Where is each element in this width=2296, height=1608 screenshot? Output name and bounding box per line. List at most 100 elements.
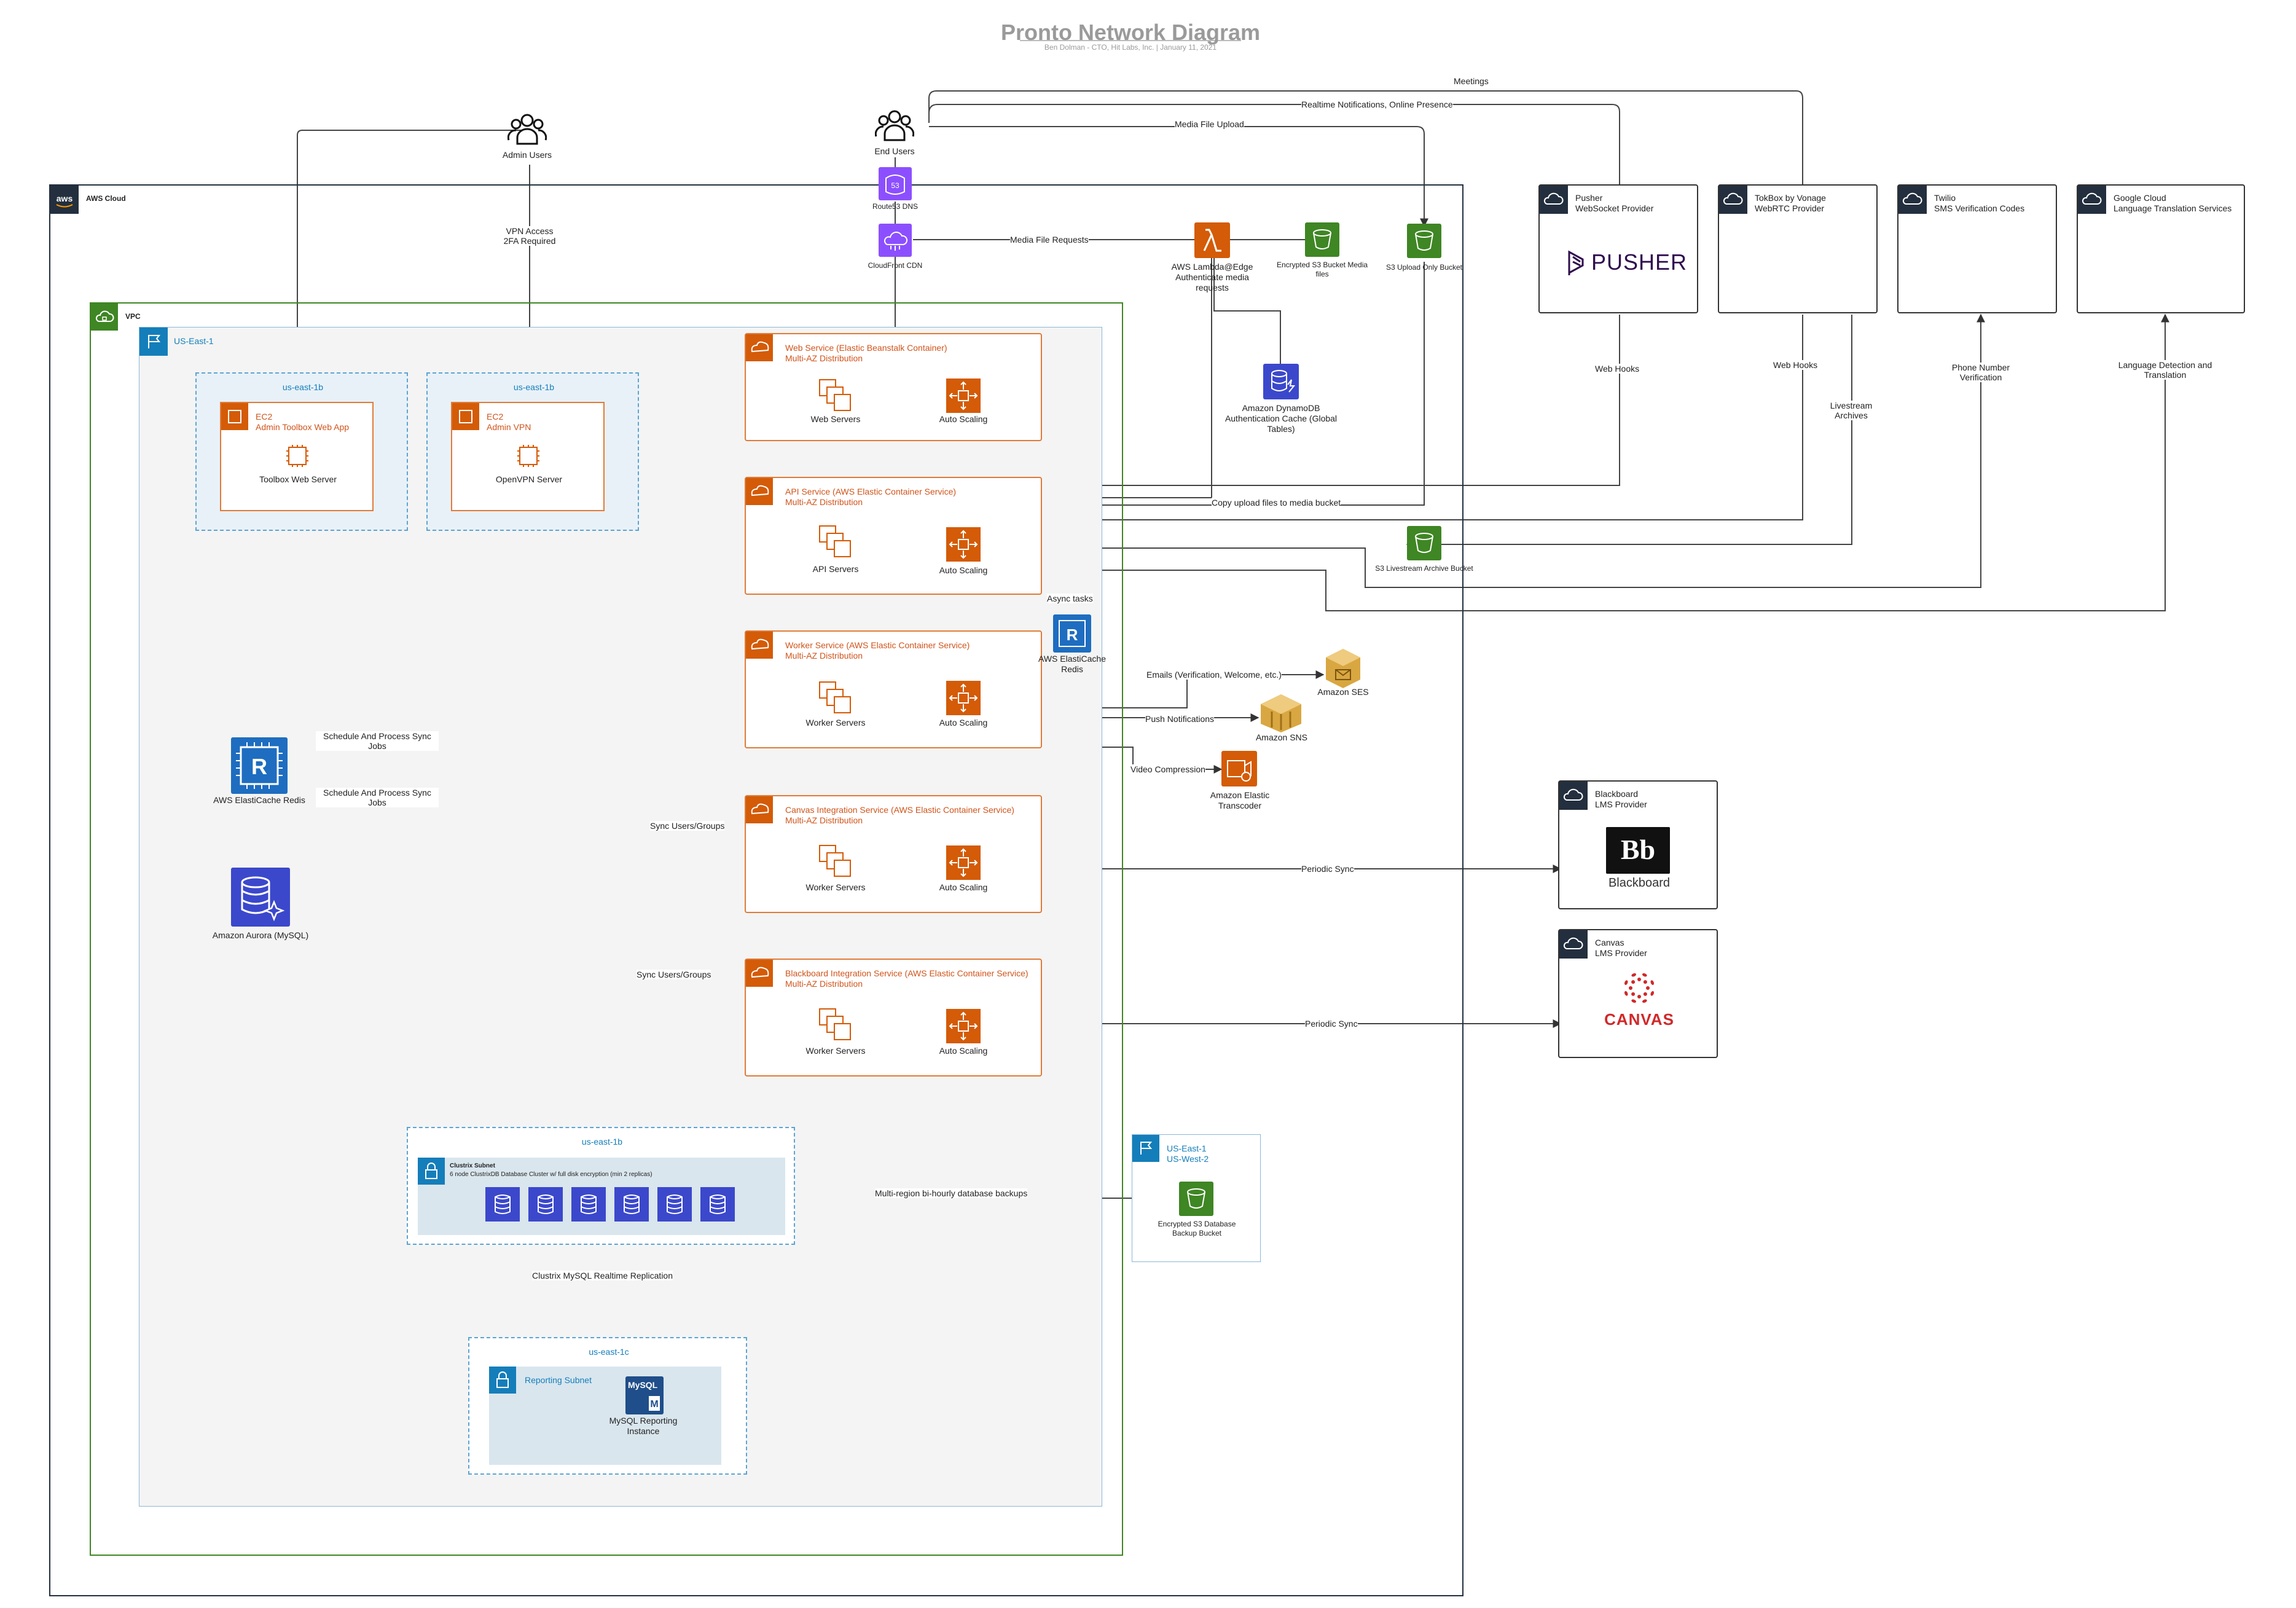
az-label: us-east-1c bbox=[589, 1347, 629, 1357]
region-flag-icon bbox=[139, 327, 168, 356]
vpc-cloud-icon bbox=[91, 304, 118, 331]
container-icon bbox=[746, 478, 773, 505]
sns-icon bbox=[1260, 693, 1303, 734]
end-users-label: End Users bbox=[874, 146, 915, 156]
edge-label-push: Push Notifications bbox=[1145, 714, 1215, 724]
cloud-icon bbox=[1559, 930, 1588, 959]
service-title: Worker Service (AWS Elastic Container Se… bbox=[785, 640, 970, 650]
redis-async-label: AWS ElastiCache Redis bbox=[1038, 654, 1106, 674]
provider-desc: LMS Provider bbox=[1595, 799, 1647, 809]
server-chip-icon bbox=[516, 444, 541, 468]
blackboard-provider: Blackboard LMS Provider Bb Blackboard bbox=[1558, 780, 1718, 909]
servers-icon bbox=[818, 525, 853, 559]
svg-text:M: M bbox=[650, 1399, 658, 1410]
service-subtitle: Multi-AZ Distribution bbox=[785, 979, 863, 989]
scaling-label: Auto Scaling bbox=[939, 414, 988, 424]
canvas-logo-text: CANVAS bbox=[1604, 1010, 1674, 1029]
server-chip-icon bbox=[285, 444, 310, 468]
subnet-title: Clustrix Subnet bbox=[450, 1163, 495, 1169]
dynamodb-label: Amazon DynamoDB Authentication Cache (Gl… bbox=[1224, 403, 1338, 434]
edge-label-vpn-access: VPN Access 2FA Required bbox=[499, 226, 560, 246]
auto-scaling-icon bbox=[946, 527, 981, 562]
redis-async-icon: R bbox=[1053, 614, 1091, 653]
backup-region-line2: US-West-2 bbox=[1167, 1154, 1209, 1164]
s3-livestream-label: S3 Livestream Archive Bucket bbox=[1375, 564, 1473, 573]
clustrix-node-icon bbox=[485, 1187, 520, 1222]
aws-cloud-region: aws AWS Cloud bbox=[49, 184, 1463, 1596]
aurora-icon bbox=[231, 868, 290, 927]
region-flag-icon bbox=[1132, 1135, 1159, 1162]
subnet-title: Reporting Subnet bbox=[525, 1375, 592, 1385]
ec2-title: EC2 bbox=[487, 412, 504, 422]
service-title: Blackboard Integration Service (AWS Elas… bbox=[785, 968, 1028, 978]
redis-main-icon: R bbox=[231, 737, 288, 794]
page-subtitle: Ben Dolman - CTO, Hit Labs, Inc. | Janua… bbox=[1044, 43, 1217, 52]
service-title: Canvas Integration Service (AWS Elastic … bbox=[785, 805, 1014, 815]
s3-livestream-icon bbox=[1407, 526, 1441, 560]
edge-label-meetings: Meetings bbox=[1454, 76, 1489, 86]
edge-label-replication: Clustrix MySQL Realtime Replication bbox=[532, 1271, 673, 1281]
cloud-icon bbox=[1540, 186, 1568, 214]
service-subtitle: Multi-AZ Distribution bbox=[785, 815, 863, 825]
s3-media-label: Encrypted S3 Bucket Media files bbox=[1276, 261, 1368, 278]
pusher-logo-icon bbox=[1568, 248, 1586, 275]
s3-upload-icon bbox=[1407, 224, 1441, 258]
provider-name: Pusher bbox=[1575, 193, 1603, 203]
ec2-title: EC2 bbox=[256, 412, 273, 422]
web-service-group: Web Service (Elastic Beanstalk Container… bbox=[745, 333, 1042, 441]
auto-scaling-icon bbox=[946, 845, 981, 880]
edge-label-realtime: Realtime Notifications, Online Presence bbox=[1301, 100, 1453, 109]
server-label: OpenVPN Server bbox=[495, 474, 563, 484]
ec2-subtitle: Admin VPN bbox=[487, 422, 531, 432]
ec2-icon bbox=[221, 403, 248, 430]
provider-desc: Language Translation Services bbox=[2114, 203, 2232, 213]
blackboard-logo-mark: Bb bbox=[1620, 834, 1656, 865]
az-label: us-east-1b bbox=[282, 382, 324, 392]
ec2-toolbox-group: EC2 Admin Toolbox Web App Toolbox Web Se… bbox=[220, 402, 374, 511]
edge-label-webhooks-tokbox: Web Hooks bbox=[1773, 360, 1818, 370]
reporting-subnet: Reporting Subnet MySQL M MySQL Reporting… bbox=[489, 1367, 721, 1465]
edge-label-periodic-sync-1: Periodic Sync bbox=[1301, 864, 1354, 874]
svg-text:53: 53 bbox=[891, 181, 899, 190]
edge-label-emails: Emails (Verification, Welcome, etc.) bbox=[1146, 670, 1282, 680]
service-subtitle: Multi-AZ Distribution bbox=[785, 651, 863, 661]
auto-scaling-icon bbox=[946, 1009, 981, 1043]
container-icon bbox=[746, 960, 773, 987]
container-icon bbox=[746, 796, 773, 823]
cloud-icon bbox=[1898, 186, 1927, 214]
cloud-icon bbox=[1559, 782, 1588, 810]
service-title: API Service (AWS Elastic Container Servi… bbox=[785, 487, 957, 496]
svg-text:R: R bbox=[251, 754, 267, 779]
edge-label-sync-users-1: Sync Users/Groups bbox=[650, 821, 725, 831]
lambda-label: AWS Lambda@Edge Authenticate media reque… bbox=[1171, 262, 1253, 292]
auto-scaling-icon bbox=[946, 378, 981, 413]
s3-upload-label: S3 Upload Only Bucket bbox=[1385, 263, 1463, 272]
cloudfront-label: CloudFront CDN bbox=[868, 261, 923, 270]
backup-region: US-East-1 US-West-2 Encrypted S3 Databas… bbox=[1132, 1134, 1261, 1262]
provider-name: Twilio bbox=[1934, 193, 1956, 203]
clustrix-node-icon bbox=[700, 1187, 735, 1222]
service-subtitle: Multi-AZ Distribution bbox=[785, 497, 863, 507]
s3-backup-label: Encrypted S3 Database Backup Bucket bbox=[1158, 1220, 1236, 1237]
mysql-badge: MySQL bbox=[628, 1380, 658, 1390]
cloud-icon bbox=[2078, 186, 2106, 214]
s3-media-icon bbox=[1305, 222, 1339, 257]
aurora-label: Amazon Aurora (MySQL) bbox=[212, 930, 309, 940]
vpc-label: VPC bbox=[125, 312, 141, 321]
az-label: us-east-1b bbox=[513, 382, 555, 392]
edge-label-media-upload: Media File Upload bbox=[1175, 119, 1244, 129]
vpc-region: VPC bbox=[90, 302, 1123, 1556]
lock-icon bbox=[418, 1158, 445, 1185]
end-users-icon bbox=[874, 108, 915, 144]
twilio-provider: Twilio SMS Verification Codes bbox=[1897, 184, 2057, 313]
servers-icon bbox=[818, 681, 853, 715]
provider-name: TokBox by Vonage bbox=[1755, 193, 1826, 203]
provider-desc: WebSocket Provider bbox=[1575, 203, 1654, 213]
service-title: Web Service (Elastic Beanstalk Container… bbox=[785, 343, 947, 353]
edge-label-video-compression: Video Compression bbox=[1130, 764, 1205, 774]
svg-text:R: R bbox=[1067, 626, 1078, 644]
blackboard-integration-service-group: Blackboard Integration Service (AWS Elas… bbox=[745, 959, 1042, 1077]
sns-label: Amazon SNS bbox=[1255, 732, 1308, 742]
edge-label-livestream: Livestream Archives bbox=[1824, 401, 1879, 420]
